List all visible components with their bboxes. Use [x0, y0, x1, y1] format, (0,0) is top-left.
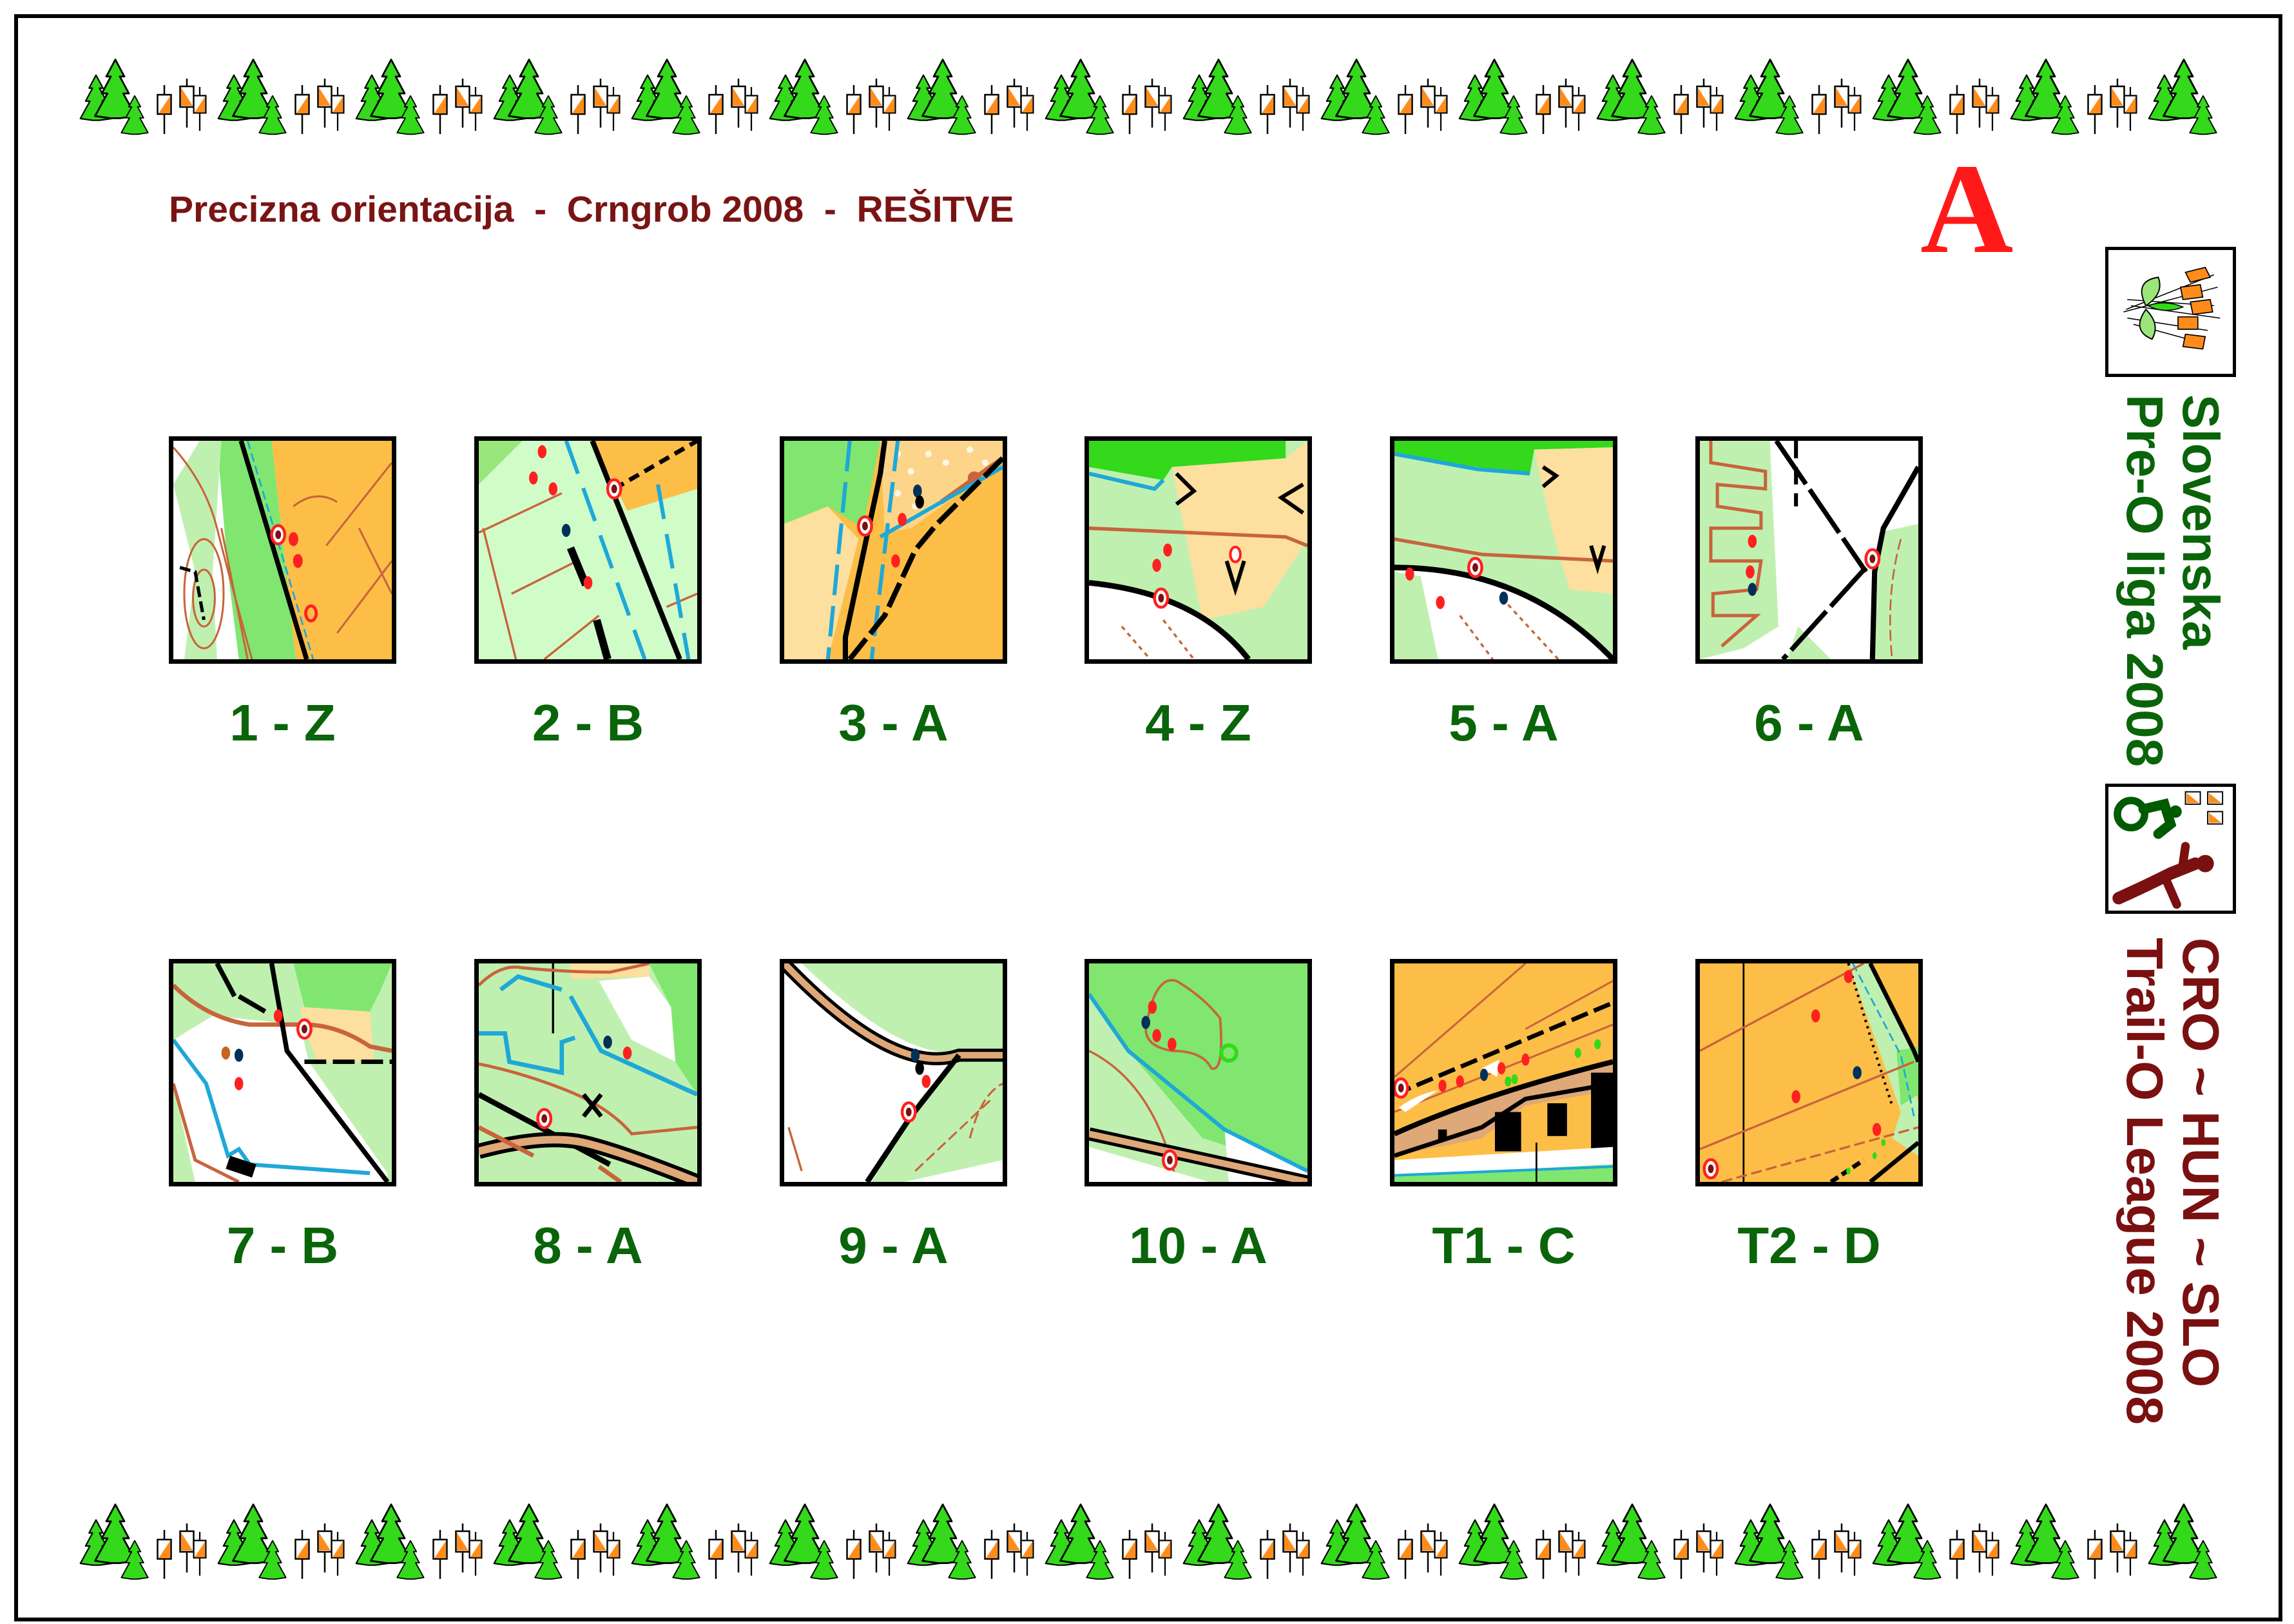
map-tile-1 [169, 436, 396, 664]
map-tile-2 [474, 436, 702, 664]
solution-label: 2 - B [532, 694, 644, 751]
league2-line2: Trail-O League 2008 [2116, 938, 2174, 1425]
map-tile-8 [474, 959, 702, 1186]
solution-label: 1 - Z [229, 694, 336, 751]
map-tile-3 [780, 436, 1007, 664]
solution-label: T2 - D [1737, 1217, 1881, 1274]
league2-line1: CRO ~ HUN ~ SLO [2172, 938, 2230, 1387]
map-tile-7 [169, 959, 396, 1186]
pre-o-league-logo [2105, 247, 2236, 377]
solution-label: 6 - A [1754, 694, 1864, 751]
solution-label: 5 - A [1449, 694, 1559, 751]
trail-o-league-logo [2105, 784, 2236, 914]
map-tile-t1 [1390, 959, 1617, 1186]
page-title: Precizna orientacija - Crngrob 2008 - RE… [169, 189, 1014, 230]
tree-control-border-top [79, 58, 2217, 145]
map-tile-5 [1390, 436, 1617, 664]
set-letter: A [1920, 138, 2014, 280]
tree-control-border-bottom [79, 1503, 2217, 1590]
solution-label: 3 - A [838, 694, 949, 751]
pre-o-league-text: Slovenska Pre-O liga 2008 [2116, 394, 2230, 768]
solution-label: 4 - Z [1145, 694, 1251, 751]
trail-o-league-text: CRO ~ HUN ~ SLO Trail-O League 2008 [2116, 938, 2230, 1425]
solution-label: 10 - A [1129, 1217, 1267, 1274]
map-tile-9 [780, 959, 1007, 1186]
league1-line1: Slovenska [2172, 394, 2230, 650]
map-tile-t2 [1695, 959, 1923, 1186]
map-tile-10 [1084, 959, 1312, 1186]
solution-label: 8 - A [533, 1217, 643, 1274]
league1-line2: Pre-O liga 2008 [2116, 394, 2174, 768]
page-frame [14, 14, 2282, 1621]
map-tile-6 [1695, 436, 1923, 664]
solution-label: 9 - A [838, 1217, 949, 1274]
solution-label: 7 - B [226, 1217, 339, 1274]
solution-label: T1 - C [1432, 1217, 1576, 1274]
map-tile-4 [1084, 436, 1312, 664]
